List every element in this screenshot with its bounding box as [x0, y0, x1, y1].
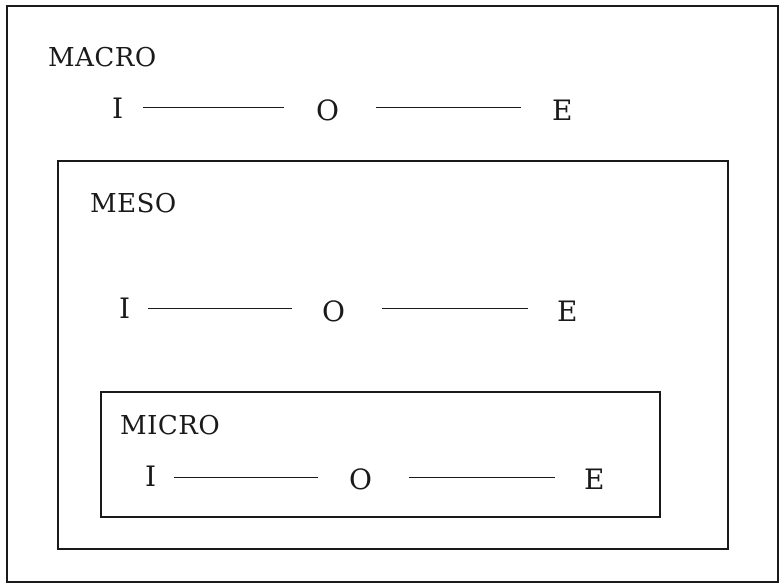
meso-output-node: O: [322, 295, 345, 328]
macro-input-node: I: [112, 92, 124, 125]
micro-effect-node: E: [584, 463, 605, 496]
macro-effect-node: E: [552, 94, 573, 127]
micro-output-node: O: [349, 463, 372, 496]
macro-output-node: O: [316, 94, 339, 127]
micro-output-effect-connector: [409, 477, 555, 478]
micro-input-node: I: [145, 460, 157, 493]
meso-output-effect-connector: [382, 308, 528, 309]
macro-output-effect-connector: [376, 107, 521, 108]
meso-box: [57, 160, 729, 550]
macro-box: [6, 5, 779, 583]
macro-input-output-connector: [143, 107, 284, 108]
micro-label: MICRO: [120, 411, 221, 441]
meso-input-output-connector: [148, 308, 292, 309]
micro-box: [100, 391, 661, 518]
micro-input-output-connector: [174, 477, 318, 478]
meso-effect-node: E: [557, 295, 578, 328]
meso-label: MESO: [90, 189, 177, 219]
meso-input-node: I: [119, 292, 131, 325]
macro-label: MACRO: [48, 43, 157, 73]
